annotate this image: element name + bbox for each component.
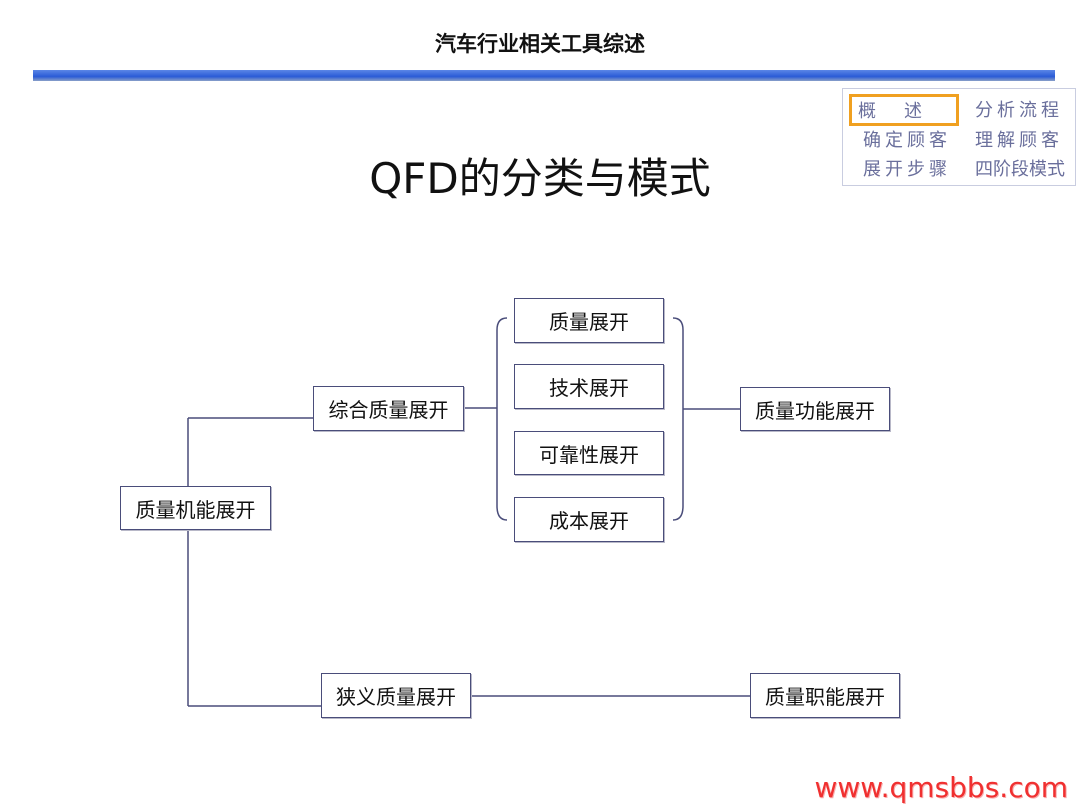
node-sub: 质量展开: [514, 298, 664, 343]
node-narrow-result: 质量职能展开: [750, 673, 900, 718]
nav-item-understand-customer[interactable]: 理解顾客: [975, 130, 1063, 151]
nav-item-identify-customer[interactable]: 确定顾客: [863, 130, 951, 151]
nav-item-deploy-steps[interactable]: 展开步骤: [863, 159, 951, 180]
node-broad-result: 质量功能展开: [740, 387, 890, 431]
node-sub: 可靠性展开: [514, 431, 664, 475]
header-title: 汽车行业相关工具综述: [435, 31, 645, 56]
nav-item-overview[interactable]: 概述: [849, 94, 959, 126]
node-narrow: 狭义质量展开: [321, 673, 471, 718]
page-title: QFD的分类与模式: [369, 154, 711, 203]
node-broad: 综合质量展开: [313, 386, 464, 431]
header-bar: [33, 70, 1055, 81]
nav-item-analysis-flow[interactable]: 分析流程: [975, 100, 1063, 121]
watermark: www.qmsbbs.com: [814, 771, 1068, 804]
nav-panel: 概述 分析流程 确定顾客 理解顾客 展开步骤 四阶段模式: [842, 88, 1076, 186]
nav-item-four-phase[interactable]: 四阶段模式: [975, 159, 1065, 180]
node-root: 质量机能展开: [120, 486, 271, 530]
left-brace: [496, 317, 508, 521]
right-brace: [672, 317, 684, 521]
node-sub: 成本展开: [514, 497, 664, 542]
node-sub: 技术展开: [514, 364, 664, 409]
